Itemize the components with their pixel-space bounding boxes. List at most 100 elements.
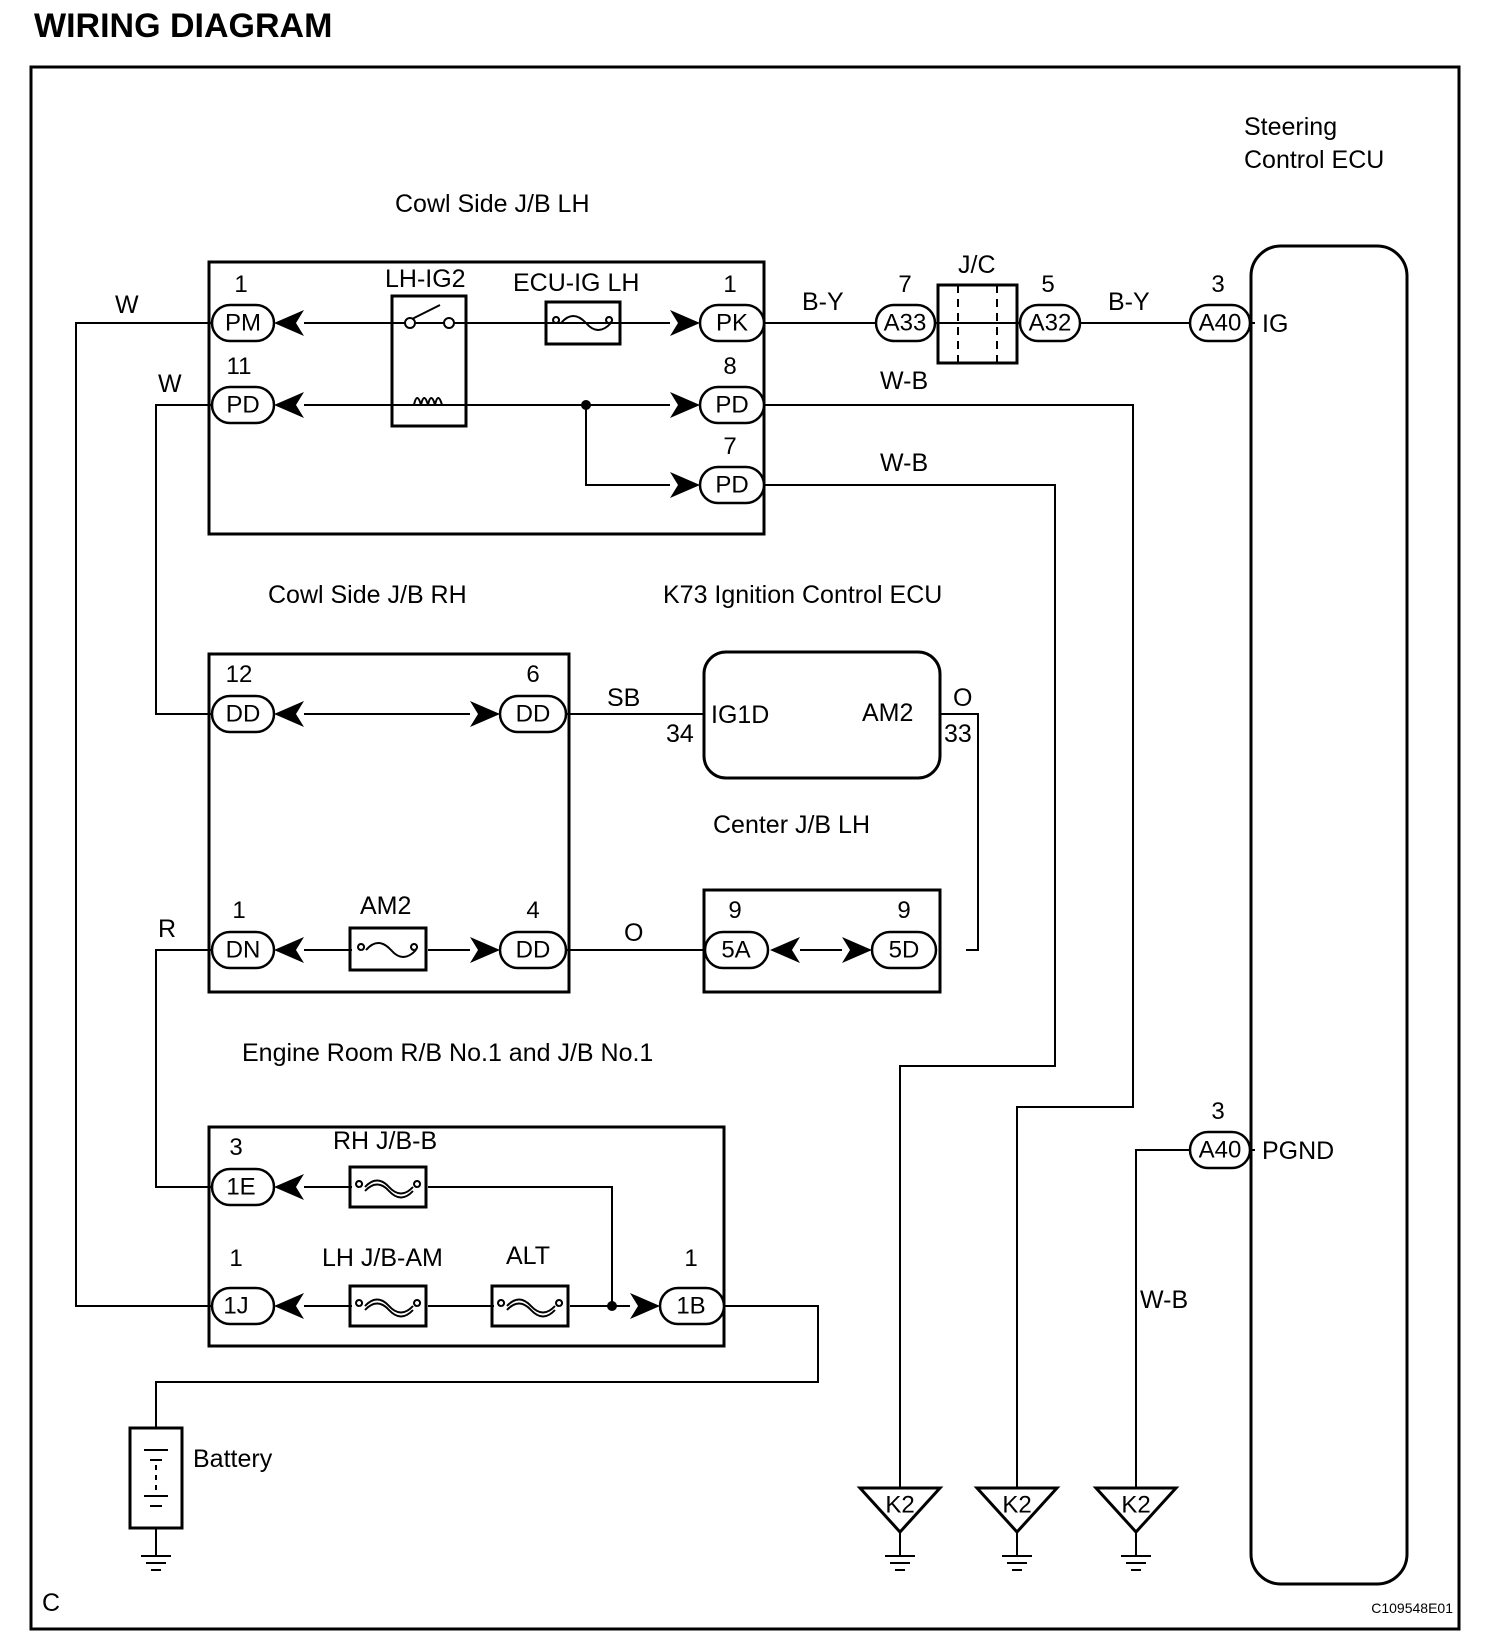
wire-color-o: O xyxy=(624,919,643,947)
wire-color-by: B-Y xyxy=(1108,288,1150,316)
steering-control-ecu-box xyxy=(1249,244,1409,1586)
wire-color-r: R xyxy=(158,915,176,943)
wire-color-by: B-Y xyxy=(802,288,844,316)
connector-pk-pin: 1 xyxy=(723,271,736,298)
connector-pm-pin: 1 xyxy=(234,271,247,298)
am2-fuse xyxy=(348,926,428,972)
connector-1e-code: 1E xyxy=(226,1174,255,1201)
center-jb-label: Center J/B LH xyxy=(713,811,870,839)
connector-dd-12-code: DD xyxy=(226,701,261,728)
connector-pd-7-code: PD xyxy=(715,472,748,499)
wire-color-w: W xyxy=(158,370,182,398)
diagram-title: WIRING DIAGRAM xyxy=(34,7,332,45)
center-jb-lh-box xyxy=(702,888,942,994)
wire-color-wb: W-B xyxy=(880,449,928,477)
connector-1j-code: 1J xyxy=(223,1293,248,1320)
wire-color-w: W xyxy=(115,291,139,319)
connector-pd-7-pin: 7 xyxy=(723,433,736,460)
connector-pd-8 xyxy=(698,385,766,425)
ground-k2-1 xyxy=(856,1486,944,1571)
wire-color-wb: W-B xyxy=(880,367,928,395)
rh-jb-b-label: RH J/B-B xyxy=(333,1127,437,1155)
connector-a40-pgnd-pin: 3 xyxy=(1211,1098,1224,1125)
engine-room-label: Engine Room R/B No.1 and J/B No.1 xyxy=(242,1039,653,1067)
wire-color-o: O xyxy=(953,684,972,712)
cowl-lh-label: Cowl Side J/B LH xyxy=(395,190,590,218)
connector-a40-pgnd-code: A40 xyxy=(1199,1137,1242,1164)
cowl-side-jb-rh-box xyxy=(207,652,571,994)
connector-pk-code: PK xyxy=(716,310,748,337)
connector-a32-code: A32 xyxy=(1029,310,1072,337)
connector-dd-4-code: DD xyxy=(516,937,551,964)
connector-dd-6 xyxy=(498,694,568,734)
connector-pd-7 xyxy=(698,465,766,505)
connector-dd-12-pin: 12 xyxy=(226,661,253,688)
connector-a40-pgnd xyxy=(1188,1130,1252,1170)
battery-label: Battery xyxy=(193,1445,273,1473)
alt-fuse xyxy=(490,1284,570,1328)
k73-terminal-am2: AM2 xyxy=(862,699,913,727)
ecu-terminal-ig: IG xyxy=(1262,310,1288,338)
connector-1b-pin: 1 xyxy=(684,1245,697,1272)
connector-a32 xyxy=(1018,303,1082,343)
k73-pin-34: 34 xyxy=(666,720,694,748)
wires xyxy=(75,322,1255,1556)
connector-pd-11-code: PD xyxy=(226,392,259,419)
connector-dd-4-pin: 4 xyxy=(526,897,539,924)
splice-dot xyxy=(581,400,591,410)
lh-jb-am-label: LH J/B-AM xyxy=(322,1244,443,1272)
figure-code: C109548E01 xyxy=(1371,1600,1453,1616)
ground-label: K2 xyxy=(1121,1492,1150,1519)
k73-pin-33: 33 xyxy=(944,720,972,748)
wire-color-wb: W-B xyxy=(1140,1286,1188,1314)
connector-dd-4 xyxy=(498,930,568,970)
connector-pd-8-code: PD xyxy=(715,392,748,419)
connector-dn-1-pin: 1 xyxy=(232,897,245,924)
battery-symbol xyxy=(128,1426,184,1571)
ecu-ig-lh-fuse xyxy=(544,300,622,346)
k73-ignition-ecu-box xyxy=(702,650,942,780)
connector-a33-code: A33 xyxy=(884,310,927,337)
ecu-ig-lh-label: ECU-IG LH xyxy=(513,269,639,297)
connector-a32-pin: 5 xyxy=(1041,271,1054,298)
connector-1e xyxy=(210,1167,276,1207)
connector-1j-pin: 1 xyxy=(229,1245,242,1272)
ecu-terminal-pgnd: PGND xyxy=(1262,1137,1334,1165)
am2-fuse-label: AM2 xyxy=(360,892,411,920)
alt-label: ALT xyxy=(506,1242,550,1270)
connector-dn-1 xyxy=(210,930,276,970)
rh-jb-b-fuse xyxy=(348,1165,428,1209)
connector-pm xyxy=(210,303,276,343)
connector-a33-pin: 7 xyxy=(898,271,911,298)
connector-1b xyxy=(658,1286,726,1326)
connector-dd-6-code: DD xyxy=(516,701,551,728)
cowl-side-jb-lh-box xyxy=(207,260,766,536)
ground-k2-2 xyxy=(973,1486,1061,1571)
connector-5d xyxy=(870,930,938,970)
connector-1j xyxy=(210,1286,276,1326)
connector-1b-code: 1B xyxy=(676,1293,705,1320)
wire-color-sb: SB xyxy=(607,684,640,712)
connector-5a xyxy=(703,930,770,970)
jc-label: J/C xyxy=(958,251,996,279)
connector-5a-code: 5A xyxy=(721,937,750,964)
connector-5d-code: 5D xyxy=(889,937,920,964)
connector-pk xyxy=(698,303,766,343)
connector-a33 xyxy=(874,303,937,343)
ground-k2-3 xyxy=(1092,1486,1180,1571)
connector-pd-11 xyxy=(210,385,276,425)
steering-ecu-label-2: Control ECU xyxy=(1244,146,1384,174)
connector-chevrons xyxy=(274,310,872,1319)
ground-label: K2 xyxy=(1002,1492,1031,1519)
corner-label: C xyxy=(42,1589,60,1617)
connector-5d-pin: 9 xyxy=(897,897,910,924)
connector-dd-12 xyxy=(210,694,276,734)
jc-box xyxy=(936,283,1019,365)
engine-room-rb-box xyxy=(207,1125,726,1348)
k73-label: K73 Ignition Control ECU xyxy=(663,581,942,609)
connector-pd-8-pin: 8 xyxy=(723,353,736,380)
connector-a40-ig-pin: 3 xyxy=(1211,271,1224,298)
k73-terminal-ig1d: IG1D xyxy=(711,701,769,729)
connector-a40-ig xyxy=(1188,303,1252,343)
